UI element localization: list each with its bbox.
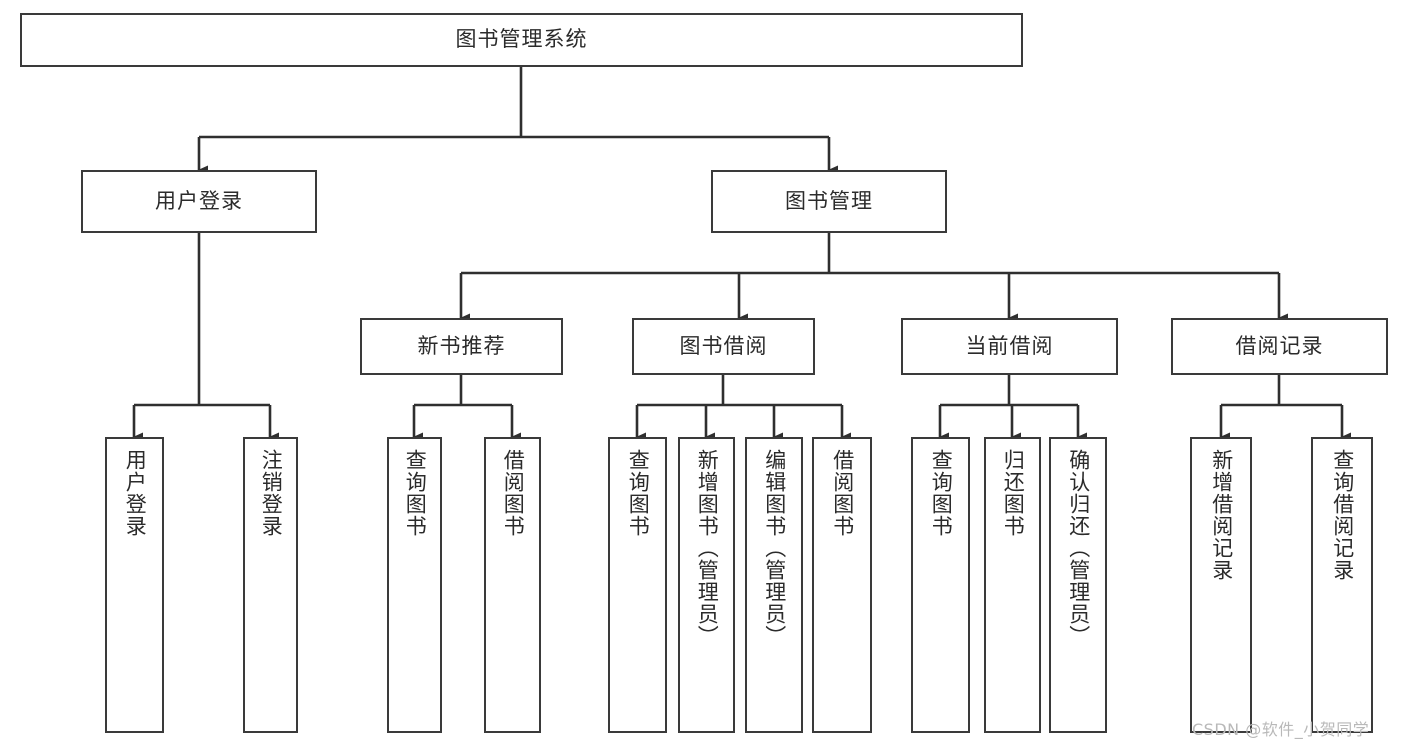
node-leaf-borrow-book-2[interactable]: 借阅图书: [812, 437, 872, 733]
node-leaf-user-login[interactable]: 用户登录: [105, 437, 164, 733]
node-book-borrow-label: 图书借阅: [679, 333, 768, 358]
node-leaf-borrow-book-1-label: 借阅图书: [501, 449, 526, 537]
node-leaf-user-logout-label: 注销登录: [259, 449, 284, 537]
node-leaf-user-logout[interactable]: 注销登录: [243, 437, 298, 733]
node-user-login[interactable]: 用户登录: [81, 170, 317, 233]
node-current-borrow-label: 当前借阅: [965, 333, 1054, 358]
node-root-system[interactable]: 图书管理系统: [20, 13, 1023, 67]
node-leaf-add-book[interactable]: 新增图书（管理员）: [678, 437, 735, 733]
node-leaf-query-book-1[interactable]: 查询图书: [387, 437, 442, 733]
node-leaf-confirm-return-label: 确认归还（管理员）: [1066, 449, 1091, 647]
node-leaf-add-record[interactable]: 新增借阅记录: [1190, 437, 1252, 733]
csdn-watermark: CSDN @软件_小贺同学: [1192, 720, 1370, 739]
node-book-manage[interactable]: 图书管理: [711, 170, 947, 233]
node-leaf-query-book-2-label: 查询图书: [626, 449, 651, 537]
node-new-book-rec[interactable]: 新书推荐: [360, 318, 563, 375]
node-root-label: 图书管理系统: [455, 27, 588, 52]
node-leaf-add-record-label: 新增借阅记录: [1209, 449, 1234, 581]
node-leaf-query-book-2[interactable]: 查询图书: [608, 437, 667, 733]
node-leaf-user-login-label: 用户登录: [123, 449, 148, 537]
node-borrow-record-label: 借阅记录: [1235, 333, 1324, 358]
node-new-book-rec-label: 新书推荐: [417, 333, 506, 358]
node-leaf-borrow-book-2-label: 借阅图书: [830, 449, 855, 537]
node-book-borrow[interactable]: 图书借阅: [632, 318, 815, 375]
node-leaf-query-book-1-label: 查询图书: [403, 449, 428, 537]
node-leaf-query-record-label: 查询借阅记录: [1330, 449, 1355, 581]
node-leaf-return-book[interactable]: 归还图书: [984, 437, 1041, 733]
node-leaf-query-book-3-label: 查询图书: [929, 449, 954, 537]
node-borrow-record[interactable]: 借阅记录: [1171, 318, 1388, 375]
node-leaf-query-record[interactable]: 查询借阅记录: [1311, 437, 1373, 733]
node-book-manage-label: 图书管理: [785, 188, 873, 213]
edge-group: [132, 67, 1351, 442]
node-leaf-confirm-return[interactable]: 确认归还（管理员）: [1049, 437, 1107, 733]
node-leaf-query-book-3[interactable]: 查询图书: [911, 437, 970, 733]
node-leaf-add-book-label: 新增图书（管理员）: [695, 449, 720, 647]
node-current-borrow[interactable]: 当前借阅: [901, 318, 1118, 375]
node-user-login-label: 用户登录: [155, 188, 243, 213]
node-leaf-return-book-label: 归还图书: [1001, 449, 1026, 537]
node-leaf-edit-book[interactable]: 编辑图书（管理员）: [745, 437, 803, 733]
node-leaf-borrow-book-1[interactable]: 借阅图书: [484, 437, 541, 733]
node-leaf-edit-book-label: 编辑图书（管理员）: [762, 449, 787, 647]
